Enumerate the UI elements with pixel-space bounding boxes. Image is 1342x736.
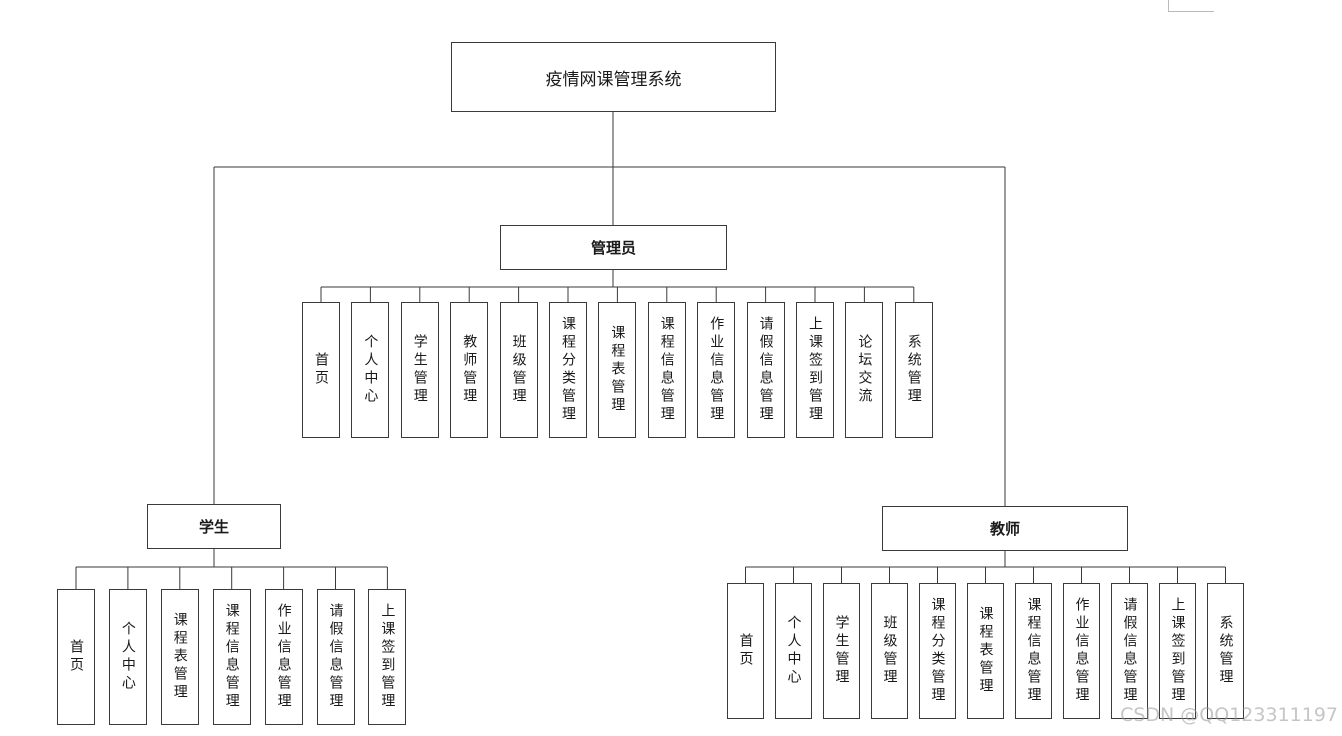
teacher-leaf-6: 课程信息管理 <box>1015 583 1052 719</box>
admin-leaf-label: 首页 <box>313 352 329 388</box>
watermark: CSDN @QQ123311197 <box>1120 704 1338 726</box>
system-root-node: 疫情网课管理系统 <box>451 42 776 112</box>
student-leaf-label: 个人中心 <box>119 621 136 693</box>
teacher-leaf-label: 课程分类管理 <box>929 597 946 705</box>
admin-leaf-label: 上课签到管理 <box>807 316 823 424</box>
admin-leaf-label: 班级管理 <box>510 334 527 406</box>
student-leaf-label: 首页 <box>68 639 84 675</box>
teacher-leaf-label: 学生管理 <box>833 615 850 687</box>
student-leaf-3: 课程信息管理 <box>212 589 251 725</box>
student-title: 学生 <box>198 518 229 536</box>
teacher-node: 教师 <box>882 506 1128 551</box>
teacher-leaf-label: 课程信息管理 <box>1025 597 1042 705</box>
teacher-leaf-label: 作业信息管理 <box>1073 597 1090 705</box>
admin-leaf-label: 课程分类管理 <box>560 316 576 424</box>
student-leaf-1: 个人中心 <box>108 589 147 725</box>
teacher-leaf-label: 请假信息管理 <box>1121 597 1138 705</box>
admin-leaf-11: 论坛交流 <box>845 302 884 438</box>
student-leaf-label: 请假信息管理 <box>327 603 344 711</box>
admin-leaf-label: 论坛交流 <box>856 334 873 406</box>
admin-leaf-10: 上课签到管理 <box>796 302 834 438</box>
admin-leaf-9: 请假信息管理 <box>746 302 785 438</box>
admin-leaf-label: 请假信息管理 <box>757 316 774 424</box>
teacher-leaf-label: 课程表管理 <box>977 606 994 696</box>
student-leaf-label: 作业信息管理 <box>275 603 292 711</box>
student-leaf-4: 作业信息管理 <box>264 589 303 725</box>
student-leaf-label: 课程信息管理 <box>223 603 240 711</box>
student-leaf-0: 首页 <box>57 589 95 725</box>
admin-leaf-label: 课程信息管理 <box>658 316 675 424</box>
teacher-leaf-7: 作业信息管理 <box>1063 583 1100 719</box>
teacher-leaf-label: 个人中心 <box>785 615 802 687</box>
student-leaf-5: 请假信息管理 <box>316 589 355 725</box>
student-node: 学生 <box>147 504 281 549</box>
teacher-leaf-4: 课程分类管理 <box>919 583 956 719</box>
admin-leaf-label: 课程表管理 <box>609 325 626 415</box>
teacher-leaf-3: 班级管理 <box>871 583 908 719</box>
admin-leaf-7: 课程信息管理 <box>647 302 686 438</box>
admin-title: 管理员 <box>590 239 636 257</box>
student-leaf-2: 课程表管理 <box>160 589 199 725</box>
page-corner-mark <box>1168 0 1214 12</box>
student-leaf-label: 课程表管理 <box>171 612 188 702</box>
teacher-leaf-label: 班级管理 <box>881 615 898 687</box>
admin-leaf-4: 班级管理 <box>499 302 538 438</box>
admin-leaf-3: 教师管理 <box>450 302 489 438</box>
admin-leaf-label: 教师管理 <box>461 334 478 406</box>
admin-node: 管理员 <box>500 225 727 270</box>
admin-leaf-0: 首页 <box>302 302 340 438</box>
teacher-leaf-label: 上课签到管理 <box>1169 597 1186 705</box>
teacher-title: 教师 <box>989 520 1020 538</box>
admin-leaf-label: 作业信息管理 <box>708 316 725 424</box>
teacher-leaf-10: 系统管理 <box>1207 583 1244 719</box>
teacher-leaf-5: 课程表管理 <box>967 583 1004 719</box>
teacher-leaf-label: 系统管理 <box>1217 615 1234 687</box>
teacher-leaf-9: 上课签到管理 <box>1159 583 1196 719</box>
admin-leaf-6: 课程表管理 <box>598 302 637 438</box>
admin-leaf-8: 作业信息管理 <box>697 302 736 438</box>
teacher-leaf-0: 首页 <box>727 583 764 719</box>
admin-leaf-1: 个人中心 <box>351 302 390 438</box>
student-leaf-label: 上课签到管理 <box>379 603 396 711</box>
teacher-leaf-2: 学生管理 <box>823 583 860 719</box>
teacher-leaf-label: 首页 <box>737 633 754 669</box>
admin-leaf-2: 学生管理 <box>400 302 439 438</box>
admin-leaf-label: 学生管理 <box>411 334 428 406</box>
admin-leaf-12: 系统管理 <box>894 302 933 438</box>
admin-leaf-label: 系统管理 <box>905 334 922 406</box>
student-leaf-6: 上课签到管理 <box>368 589 407 725</box>
admin-leaf-label: 个人中心 <box>362 334 379 406</box>
system-title: 疫情网课管理系统 <box>545 69 682 90</box>
teacher-leaf-1: 个人中心 <box>775 583 812 719</box>
teacher-leaf-8: 请假信息管理 <box>1111 583 1148 719</box>
admin-leaf-5: 课程分类管理 <box>549 302 587 438</box>
